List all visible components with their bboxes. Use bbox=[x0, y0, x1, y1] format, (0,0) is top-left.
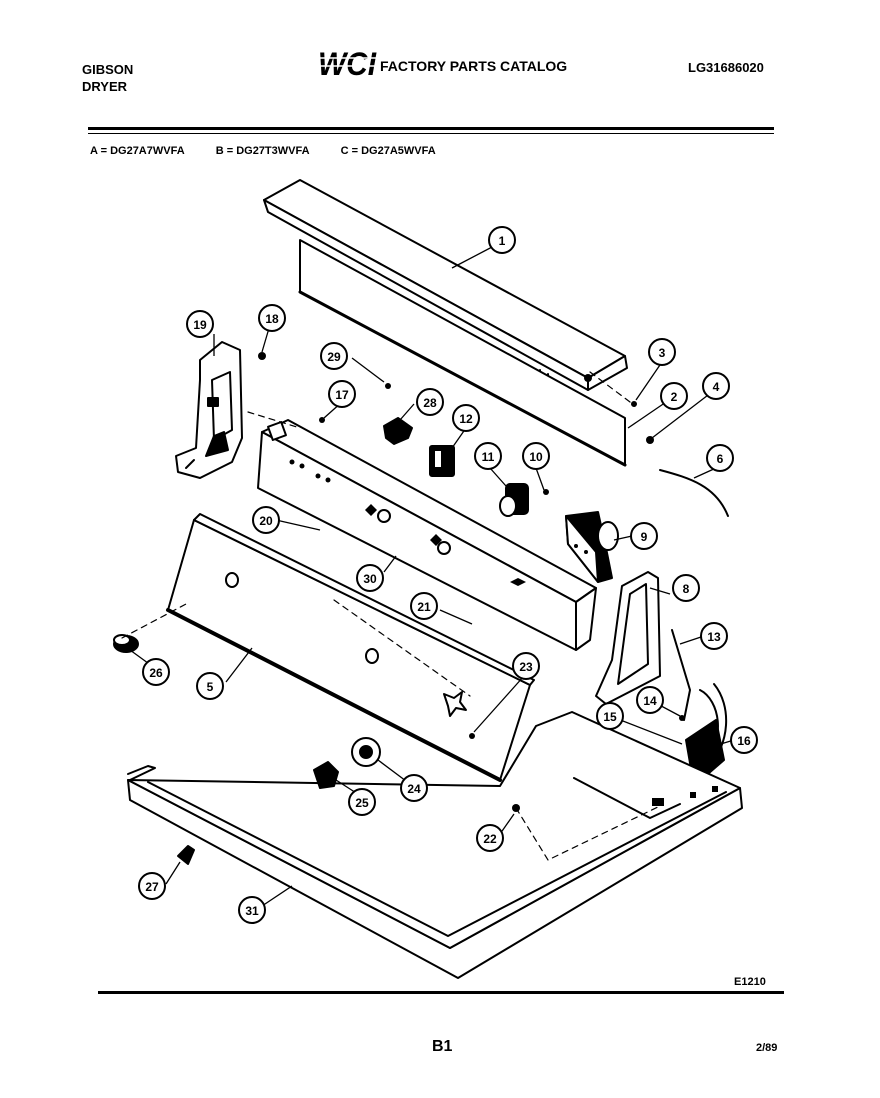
model-c: C = DG27A5WVFA bbox=[340, 145, 436, 157]
revision-date: 2/89 bbox=[756, 1042, 778, 1054]
callout-number: 1 bbox=[499, 234, 506, 248]
callout-number: 2 bbox=[671, 390, 678, 404]
logo-text: WCI bbox=[318, 46, 377, 80]
callout-number: 12 bbox=[459, 412, 473, 426]
selector-switch bbox=[429, 445, 455, 477]
callout-part-22: 22 bbox=[476, 824, 504, 852]
model-a: A = DG27A7WVFA bbox=[90, 145, 185, 157]
callout-number: 26 bbox=[149, 666, 163, 680]
cover-clip bbox=[177, 845, 195, 865]
callout-part-20: 20 bbox=[252, 506, 280, 534]
callout-number: 13 bbox=[707, 630, 721, 644]
callout-number: 5 bbox=[207, 680, 214, 694]
callout-number: 21 bbox=[417, 600, 431, 614]
callout-part-4: 4 bbox=[702, 372, 730, 400]
footer-rule bbox=[98, 991, 784, 994]
callout-number: 28 bbox=[423, 396, 437, 410]
callout-number: 10 bbox=[529, 450, 543, 464]
catalog-number: LG31686020 bbox=[688, 60, 764, 75]
model-list: A = DG27A7WVFA B = DG27T3WVFA C = DG27A5… bbox=[90, 145, 464, 157]
callout-number: 31 bbox=[245, 904, 259, 918]
header-rule-thin bbox=[88, 133, 774, 134]
brand-name: GIBSON bbox=[82, 62, 134, 77]
page-number: B1 bbox=[432, 1038, 453, 1055]
brand-block: GIBSON DRYER bbox=[82, 61, 133, 95]
figure-code: E1210 bbox=[734, 976, 766, 988]
callout-part-5: 5 bbox=[196, 672, 224, 700]
callout-part-21: 21 bbox=[410, 592, 438, 620]
catalog-title: FACTORY PARTS CATALOG bbox=[380, 58, 568, 74]
callout-number: 27 bbox=[145, 880, 159, 894]
callout-number: 16 bbox=[737, 734, 751, 748]
callout-number: 15 bbox=[603, 710, 617, 724]
push-switch bbox=[499, 483, 529, 517]
callout-number: 29 bbox=[327, 350, 341, 364]
callout-part-3: 3 bbox=[648, 338, 676, 366]
callout-number: 6 bbox=[717, 452, 724, 466]
callout-number: 24 bbox=[407, 782, 421, 796]
callout-part-2: 2 bbox=[660, 382, 688, 410]
timer-assembly bbox=[565, 511, 619, 583]
callout-part-8: 8 bbox=[672, 574, 700, 602]
callout-number: 17 bbox=[335, 388, 349, 402]
callout-part-15: 15 bbox=[596, 702, 624, 730]
console-control-panel bbox=[257, 419, 597, 651]
start-button-knob bbox=[113, 634, 139, 653]
callout-part-27: 27 bbox=[138, 872, 166, 900]
part-callouts: 1234568910111213141516171819202122232425… bbox=[138, 226, 758, 924]
wci-logo: WCI bbox=[316, 46, 378, 80]
callout-number: 14 bbox=[643, 694, 657, 708]
assembly-guide-lines bbox=[121, 371, 661, 861]
left-end-bracket bbox=[175, 341, 243, 479]
callout-part-19: 19 bbox=[186, 310, 214, 338]
callout-number: 18 bbox=[265, 312, 279, 326]
control-knob bbox=[351, 737, 381, 767]
product-type: DRYER bbox=[82, 79, 128, 94]
callout-number: 8 bbox=[683, 582, 690, 596]
header-rule-thick bbox=[88, 127, 774, 130]
right-end-bracket bbox=[595, 571, 661, 705]
callout-part-13: 13 bbox=[700, 622, 728, 650]
callout-part-31: 31 bbox=[238, 896, 266, 924]
callout-number: 25 bbox=[355, 796, 369, 810]
callout-part-24: 24 bbox=[400, 774, 428, 802]
callout-number: 11 bbox=[482, 450, 495, 464]
console-back-panel bbox=[298, 239, 627, 467]
callout-part-17: 17 bbox=[328, 380, 356, 408]
push-button-knob bbox=[313, 761, 339, 789]
callout-part-28: 28 bbox=[416, 388, 444, 416]
pigtail-wire bbox=[659, 469, 729, 517]
callout-part-9: 9 bbox=[630, 522, 658, 550]
callout-part-26: 26 bbox=[142, 658, 170, 686]
callout-number: 3 bbox=[659, 346, 666, 360]
callout-number: 30 bbox=[363, 572, 377, 586]
dryer-top-cover bbox=[127, 711, 743, 979]
callout-part-25: 25 bbox=[348, 788, 376, 816]
callout-number: 19 bbox=[193, 318, 207, 332]
callout-part-29: 29 bbox=[320, 342, 348, 370]
callout-number: 9 bbox=[641, 530, 648, 544]
callout-part-14: 14 bbox=[636, 686, 664, 714]
callout-part-12: 12 bbox=[452, 404, 480, 432]
callout-part-10: 10 bbox=[522, 442, 550, 470]
callout-part-16: 16 bbox=[730, 726, 758, 754]
callout-number: 23 bbox=[519, 660, 533, 674]
callout-number: 4 bbox=[713, 380, 720, 394]
callout-part-18: 18 bbox=[258, 304, 286, 332]
callout-part-1: 1 bbox=[488, 226, 516, 254]
small-switch bbox=[383, 417, 413, 445]
callout-part-11: 11 bbox=[474, 442, 502, 470]
console-front-panel bbox=[166, 513, 535, 782]
lamp-wire bbox=[671, 629, 691, 721]
model-b: B = DG27T3WVFA bbox=[215, 145, 310, 157]
callout-number: 22 bbox=[483, 832, 497, 846]
callout-part-6: 6 bbox=[706, 444, 734, 472]
callout-number: 20 bbox=[259, 514, 273, 528]
callout-part-30: 30 bbox=[356, 564, 384, 592]
callout-part-23: 23 bbox=[512, 652, 540, 680]
